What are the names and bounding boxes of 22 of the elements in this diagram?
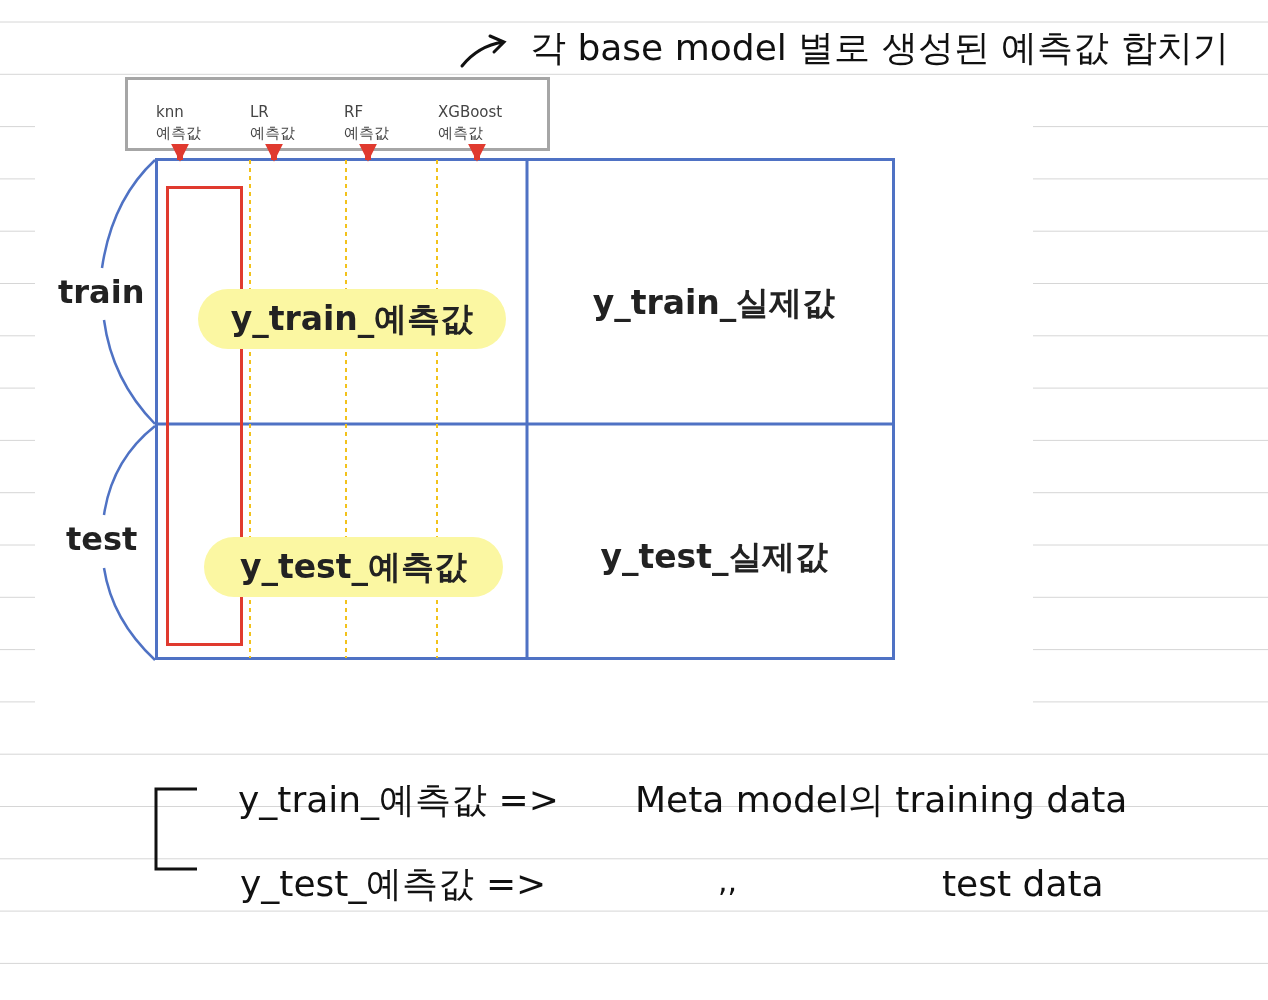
arrow xyxy=(265,143,283,162)
arrow xyxy=(171,143,189,162)
value-text: y_test_실제값 xyxy=(530,527,898,587)
arrow xyxy=(468,143,486,162)
value-text: y_train_실제값 xyxy=(530,273,898,333)
prediction-pill: y_test_예측값 xyxy=(204,537,503,597)
note-text: test data xyxy=(942,866,1104,902)
column-label: RF 예측값 xyxy=(344,102,400,146)
note-text: Meta model의 training data xyxy=(635,782,1128,818)
column-label: XGBoost 예측값 xyxy=(438,102,524,146)
header-box xyxy=(125,77,550,151)
prediction-pill: y_train_예측값 xyxy=(198,289,506,349)
column-label: LR 예측값 xyxy=(250,102,306,146)
note-text: ,, xyxy=(718,866,738,896)
side-label: test xyxy=(66,523,138,555)
note-text: y_test_예측값 => xyxy=(240,866,547,902)
column-label: knn 예측값 xyxy=(156,102,212,146)
table-box xyxy=(155,158,895,660)
side-label: train xyxy=(58,276,145,308)
note-text: y_train_예측값 => xyxy=(238,782,559,818)
title-note: 각 base model 별로 생성된 예측값 합치기 xyxy=(530,30,1229,66)
arrow xyxy=(359,143,377,162)
